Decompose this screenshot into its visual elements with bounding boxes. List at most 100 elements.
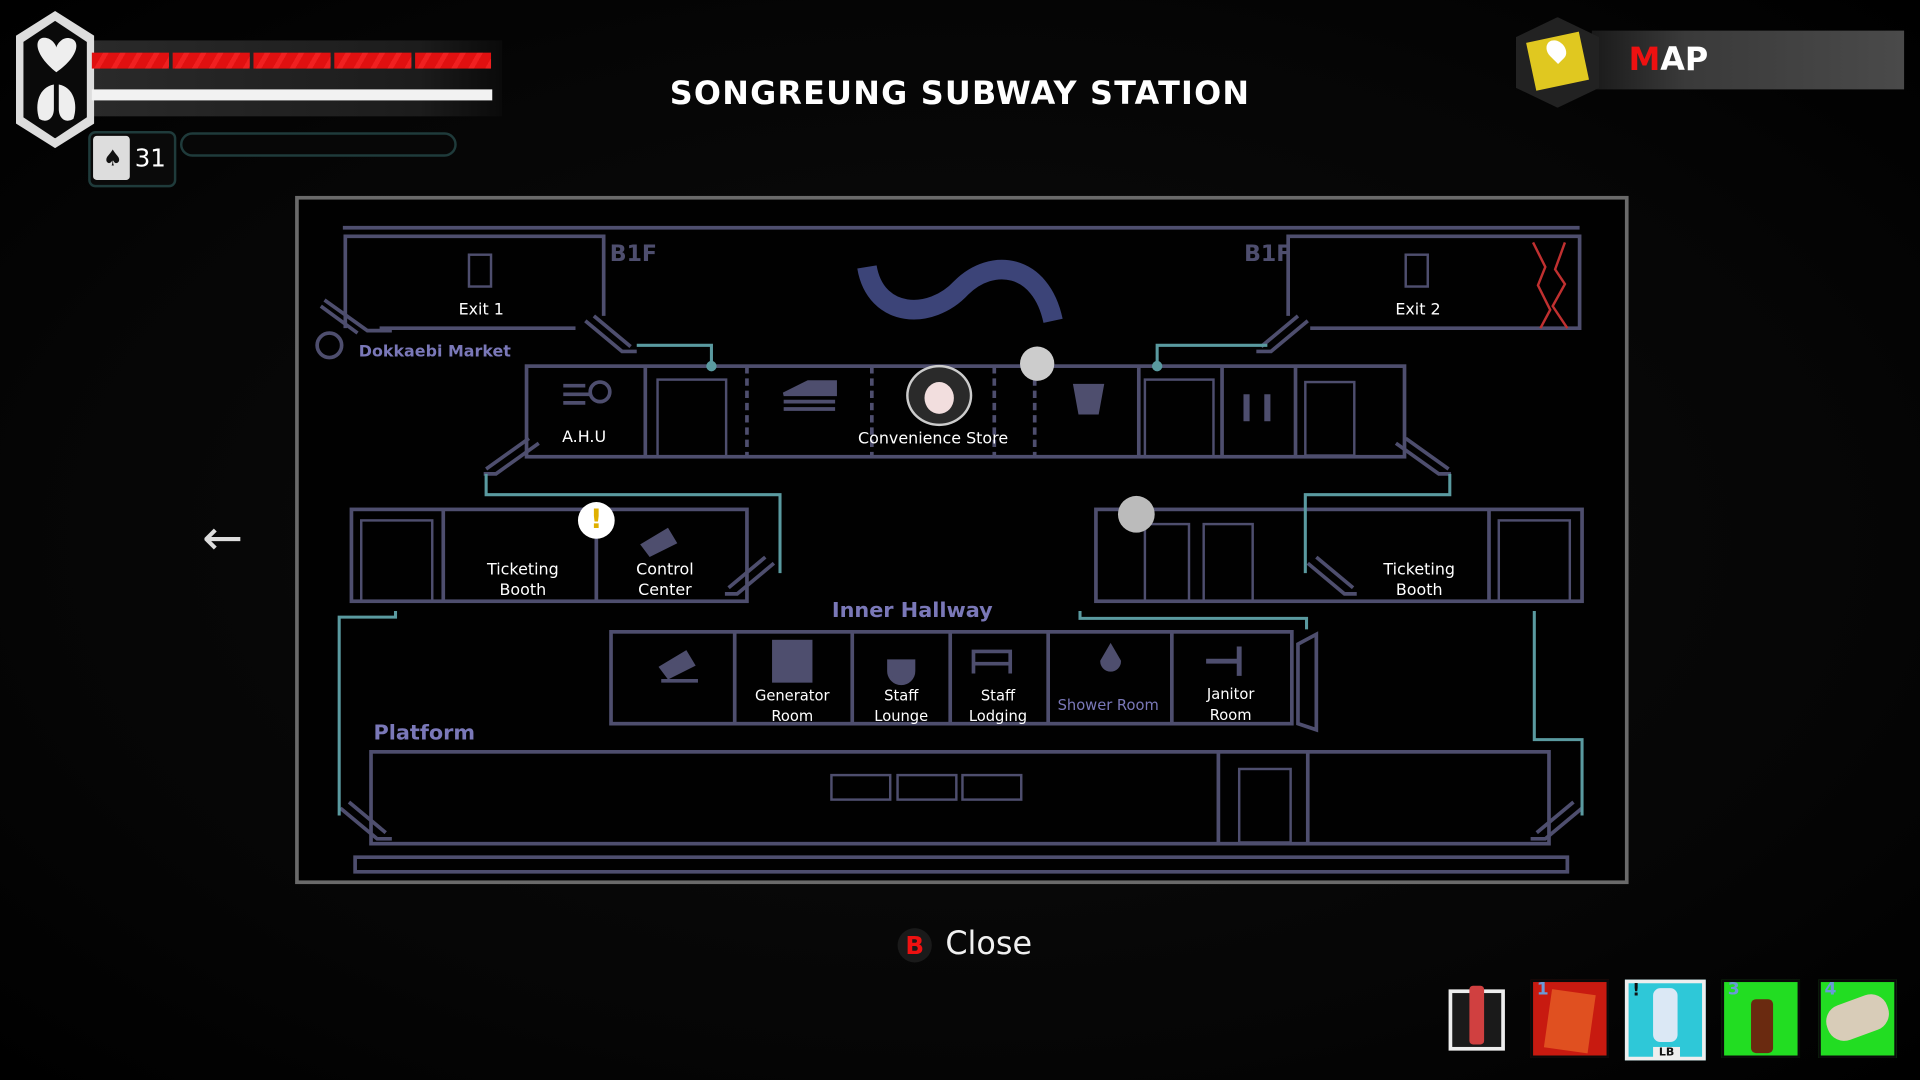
water-bottle-icon <box>1653 988 1678 1043</box>
lighter-icon <box>1469 985 1485 1045</box>
inventory-slot-4[interactable]: 4 <box>1818 979 1897 1058</box>
label-staff-lodging-2: Lodging <box>969 708 1027 725</box>
platform-edge <box>353 855 1570 874</box>
label-platform[interactable]: Platform <box>373 721 475 745</box>
escalator-icon <box>584 314 637 354</box>
escalator-icon <box>1256 314 1309 354</box>
label-staff-lounge-2: Lounge <box>874 708 928 725</box>
inventory-slot-quick[interactable]: ! LB <box>1624 979 1706 1061</box>
label-inner-hallway: Inner Hallway <box>832 598 993 622</box>
trash-can-icon <box>1072 383 1105 415</box>
matches-count: 31 <box>134 143 166 173</box>
route-path <box>337 343 1584 816</box>
label-generator-room[interactable]: Generator <box>755 687 831 704</box>
inventory-slot-1[interactable]: 1 <box>1530 979 1609 1058</box>
vending-machine-marker[interactable] <box>1020 346 1055 381</box>
label-ticketing-booth-left-2: Booth <box>500 580 547 599</box>
previous-floor-arrow[interactable]: ← <box>202 510 244 567</box>
restroom-icon <box>1243 394 1271 422</box>
escalator-icon <box>1530 800 1584 841</box>
platform-area <box>369 750 1551 846</box>
bed-icon <box>971 649 1013 674</box>
cctv-icon <box>640 527 678 558</box>
left-gate-row <box>349 507 749 604</box>
label-dokkaebi-market[interactable]: Dokkaebi Market <box>359 341 512 360</box>
snack-bag-icon <box>1543 989 1596 1054</box>
health-segment <box>172 52 250 69</box>
heart-lungs-icon <box>37 37 77 121</box>
label-convenience-store[interactable]: Convenience Store <box>858 428 1008 447</box>
label-ahu[interactable]: A.H.U <box>562 427 606 446</box>
quest-alert-marker[interactable]: ! <box>577 502 615 539</box>
label-ticketing-booth-right[interactable]: Ticketing <box>1382 559 1455 578</box>
page-title: SONGREUNG SUBWAY STATION <box>669 75 1251 113</box>
label-staff-lodging[interactable]: Staff <box>981 687 1016 704</box>
stairs-up-icon <box>656 378 728 458</box>
escalator-icon <box>339 800 392 841</box>
room-exit-1[interactable]: Exit 1 <box>343 234 606 331</box>
floor-label: B1F <box>1244 242 1291 267</box>
label-ticketing-booth-right-2: Booth <box>1396 580 1443 599</box>
feather-save-marker[interactable] <box>1117 495 1155 533</box>
coffee-cup-icon <box>887 659 916 686</box>
label-generator-room-2: Room <box>771 708 813 725</box>
elevator-icon <box>1304 380 1356 457</box>
slot-number: 4 <box>1824 979 1837 1000</box>
water-drop-icon <box>1100 642 1122 672</box>
time-of-day-arc <box>857 259 1063 324</box>
label-control-center-2: Center <box>638 580 692 599</box>
elevator-up-icon <box>1202 522 1254 603</box>
character-portrait-marker[interactable] <box>906 364 973 427</box>
health-segment <box>253 52 331 69</box>
map-icon <box>1515 17 1600 108</box>
door-icon <box>1296 631 1319 733</box>
slot-number: 3 <box>1727 979 1740 1000</box>
escalator-icon <box>1394 436 1452 476</box>
gate-icon <box>1497 519 1572 603</box>
map-panel <box>295 195 1629 885</box>
label-shower-room[interactable]: Shower Room <box>1058 697 1159 714</box>
label-exit-2: Exit 2 <box>1395 300 1440 319</box>
cctv-exit-icon <box>658 650 698 683</box>
slot-number: 1 <box>1536 979 1549 1000</box>
right-gate-row <box>1094 507 1584 604</box>
b-button-icon[interactable]: B <box>897 928 932 963</box>
lighter-slot[interactable] <box>1448 985 1505 1051</box>
squeegee-icon <box>1206 646 1242 676</box>
dokkaebi-mask-icon <box>315 331 344 360</box>
escalator-icon <box>1306 555 1357 596</box>
floor-label: B1F <box>610 242 657 267</box>
generator-icon <box>772 639 813 683</box>
blocked-cracks-icon <box>1531 241 1569 329</box>
gate-icon <box>360 519 434 603</box>
label-staff-lounge[interactable]: Staff <box>884 687 919 704</box>
status-emblem-inner <box>23 20 87 139</box>
label-ticketing-booth-left[interactable]: Ticketing <box>486 559 559 578</box>
stamina-bar <box>91 89 493 101</box>
sandwich-icon <box>782 380 837 411</box>
inventory-slot-3[interactable]: 3 <box>1721 979 1801 1058</box>
matchbox-icon: ♠ <box>93 135 130 181</box>
label-exit-1: Exit 1 <box>459 300 504 319</box>
lb-key-hint: LB <box>1653 1046 1681 1060</box>
map-tab-initial: M <box>1628 41 1661 79</box>
map-tab[interactable]: MAP <box>1591 30 1905 90</box>
close-button[interactable]: Close <box>945 925 1033 963</box>
map-tab-label: AP <box>1660 41 1709 79</box>
train-car-icon <box>961 773 1023 801</box>
stairs-up-icon <box>1143 378 1215 458</box>
health-segment <box>334 52 412 69</box>
concourse-row <box>524 364 1407 459</box>
label-janitor-room[interactable]: Janitor <box>1206 686 1255 703</box>
train-car-icon <box>830 773 892 801</box>
platform-elevator-icon <box>1237 767 1292 844</box>
room-exit-2[interactable]: Exit 2 <box>1286 234 1582 331</box>
escalator-icon <box>483 436 540 476</box>
label-control-center[interactable]: Control <box>636 559 694 578</box>
health-segment <box>91 52 169 69</box>
escalator-icon <box>319 298 392 335</box>
health-segment <box>415 52 492 69</box>
label-janitor-room-2: Room <box>1210 707 1252 724</box>
matchbox-counter: ♠ 31 <box>88 131 177 188</box>
